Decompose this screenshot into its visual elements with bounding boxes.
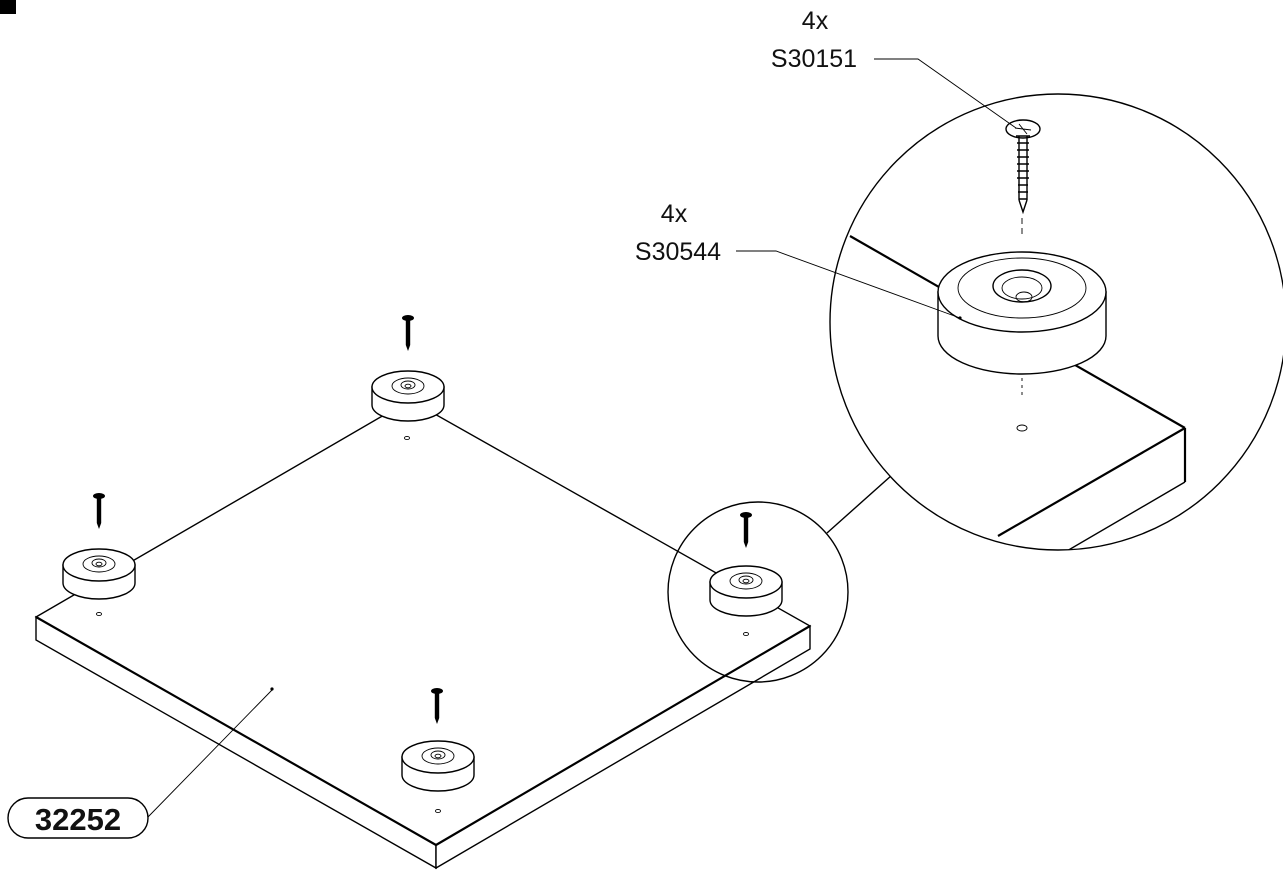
panel-part-number-frame (7, 797, 149, 839)
screw-enlarged-icon (1005, 119, 1041, 215)
detail-connector-line (826, 474, 893, 534)
screw-part-number-label: S30151 (771, 45, 857, 73)
foot-part-number-label: S30544 (635, 238, 721, 266)
panel-board (34, 399, 812, 870)
foot-quantity-label: 4x (661, 200, 688, 228)
detail-enlarged-view (829, 93, 1283, 551)
foot-pad-back-icon (371, 370, 445, 422)
screw-right-icon (740, 512, 752, 548)
screw-left-icon (93, 493, 105, 529)
foot-pad-left-icon (62, 548, 136, 600)
panel-part-number-label: 32252 (35, 802, 121, 837)
screw-quantity-label: 4x (802, 7, 829, 35)
foot-pad-front-icon (401, 740, 475, 792)
corner-marker-icon (0, 0, 16, 14)
foot-pad-right-icon (709, 565, 783, 617)
detail-marker-circle (667, 501, 849, 683)
screw-front-icon (431, 688, 443, 724)
screw-back-icon (402, 315, 414, 351)
